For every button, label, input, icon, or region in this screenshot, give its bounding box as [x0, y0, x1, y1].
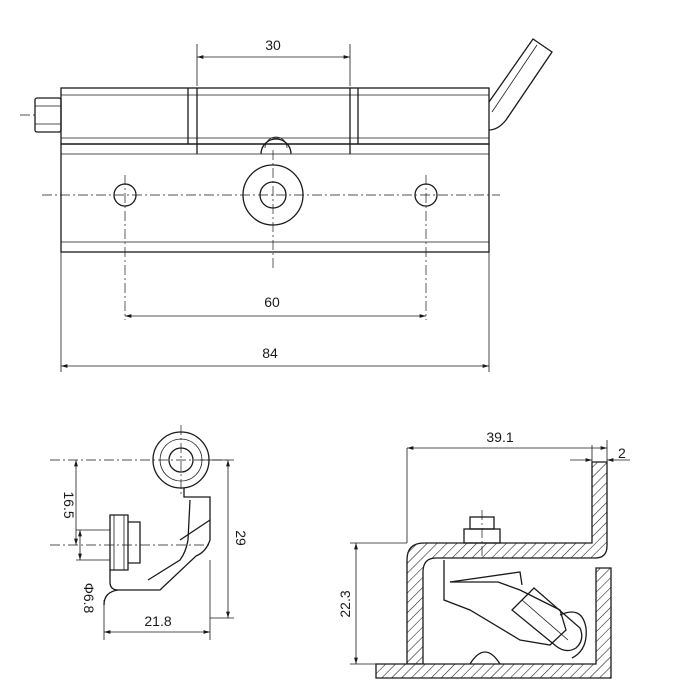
dim-label-39-1: 39.1	[486, 429, 513, 445]
lower-bracket-section	[375, 567, 612, 679]
knob	[34, 97, 62, 133]
dim-label-30: 30	[265, 37, 281, 53]
side-knob	[109, 514, 129, 571]
pin-barrel	[60, 87, 490, 145]
angled-pin	[511, 587, 583, 652]
dim-label-22-3: 22.3	[337, 590, 353, 617]
dim-label-phi-6-8: Φ6.8	[81, 583, 97, 614]
dim-label-21-8: 21.8	[144, 613, 171, 629]
upper-bracket-section	[406, 461, 608, 665]
mounting-plate	[60, 143, 490, 253]
front-view: 30 60 84	[20, 37, 553, 372]
side-view: 16.5 Φ6.8 29 21.8	[50, 425, 249, 640]
dim-label-84: 84	[262, 345, 278, 361]
section-view: 39.1 2 22.3	[337, 429, 630, 679]
dim-label-60: 60	[264, 294, 280, 310]
pull-lever	[488, 38, 553, 131]
dim-label-16-5: 16.5	[61, 491, 77, 518]
dim-label-29: 29	[233, 530, 249, 546]
dim-label-2: 2	[618, 445, 626, 461]
latch-body	[443, 560, 567, 646]
